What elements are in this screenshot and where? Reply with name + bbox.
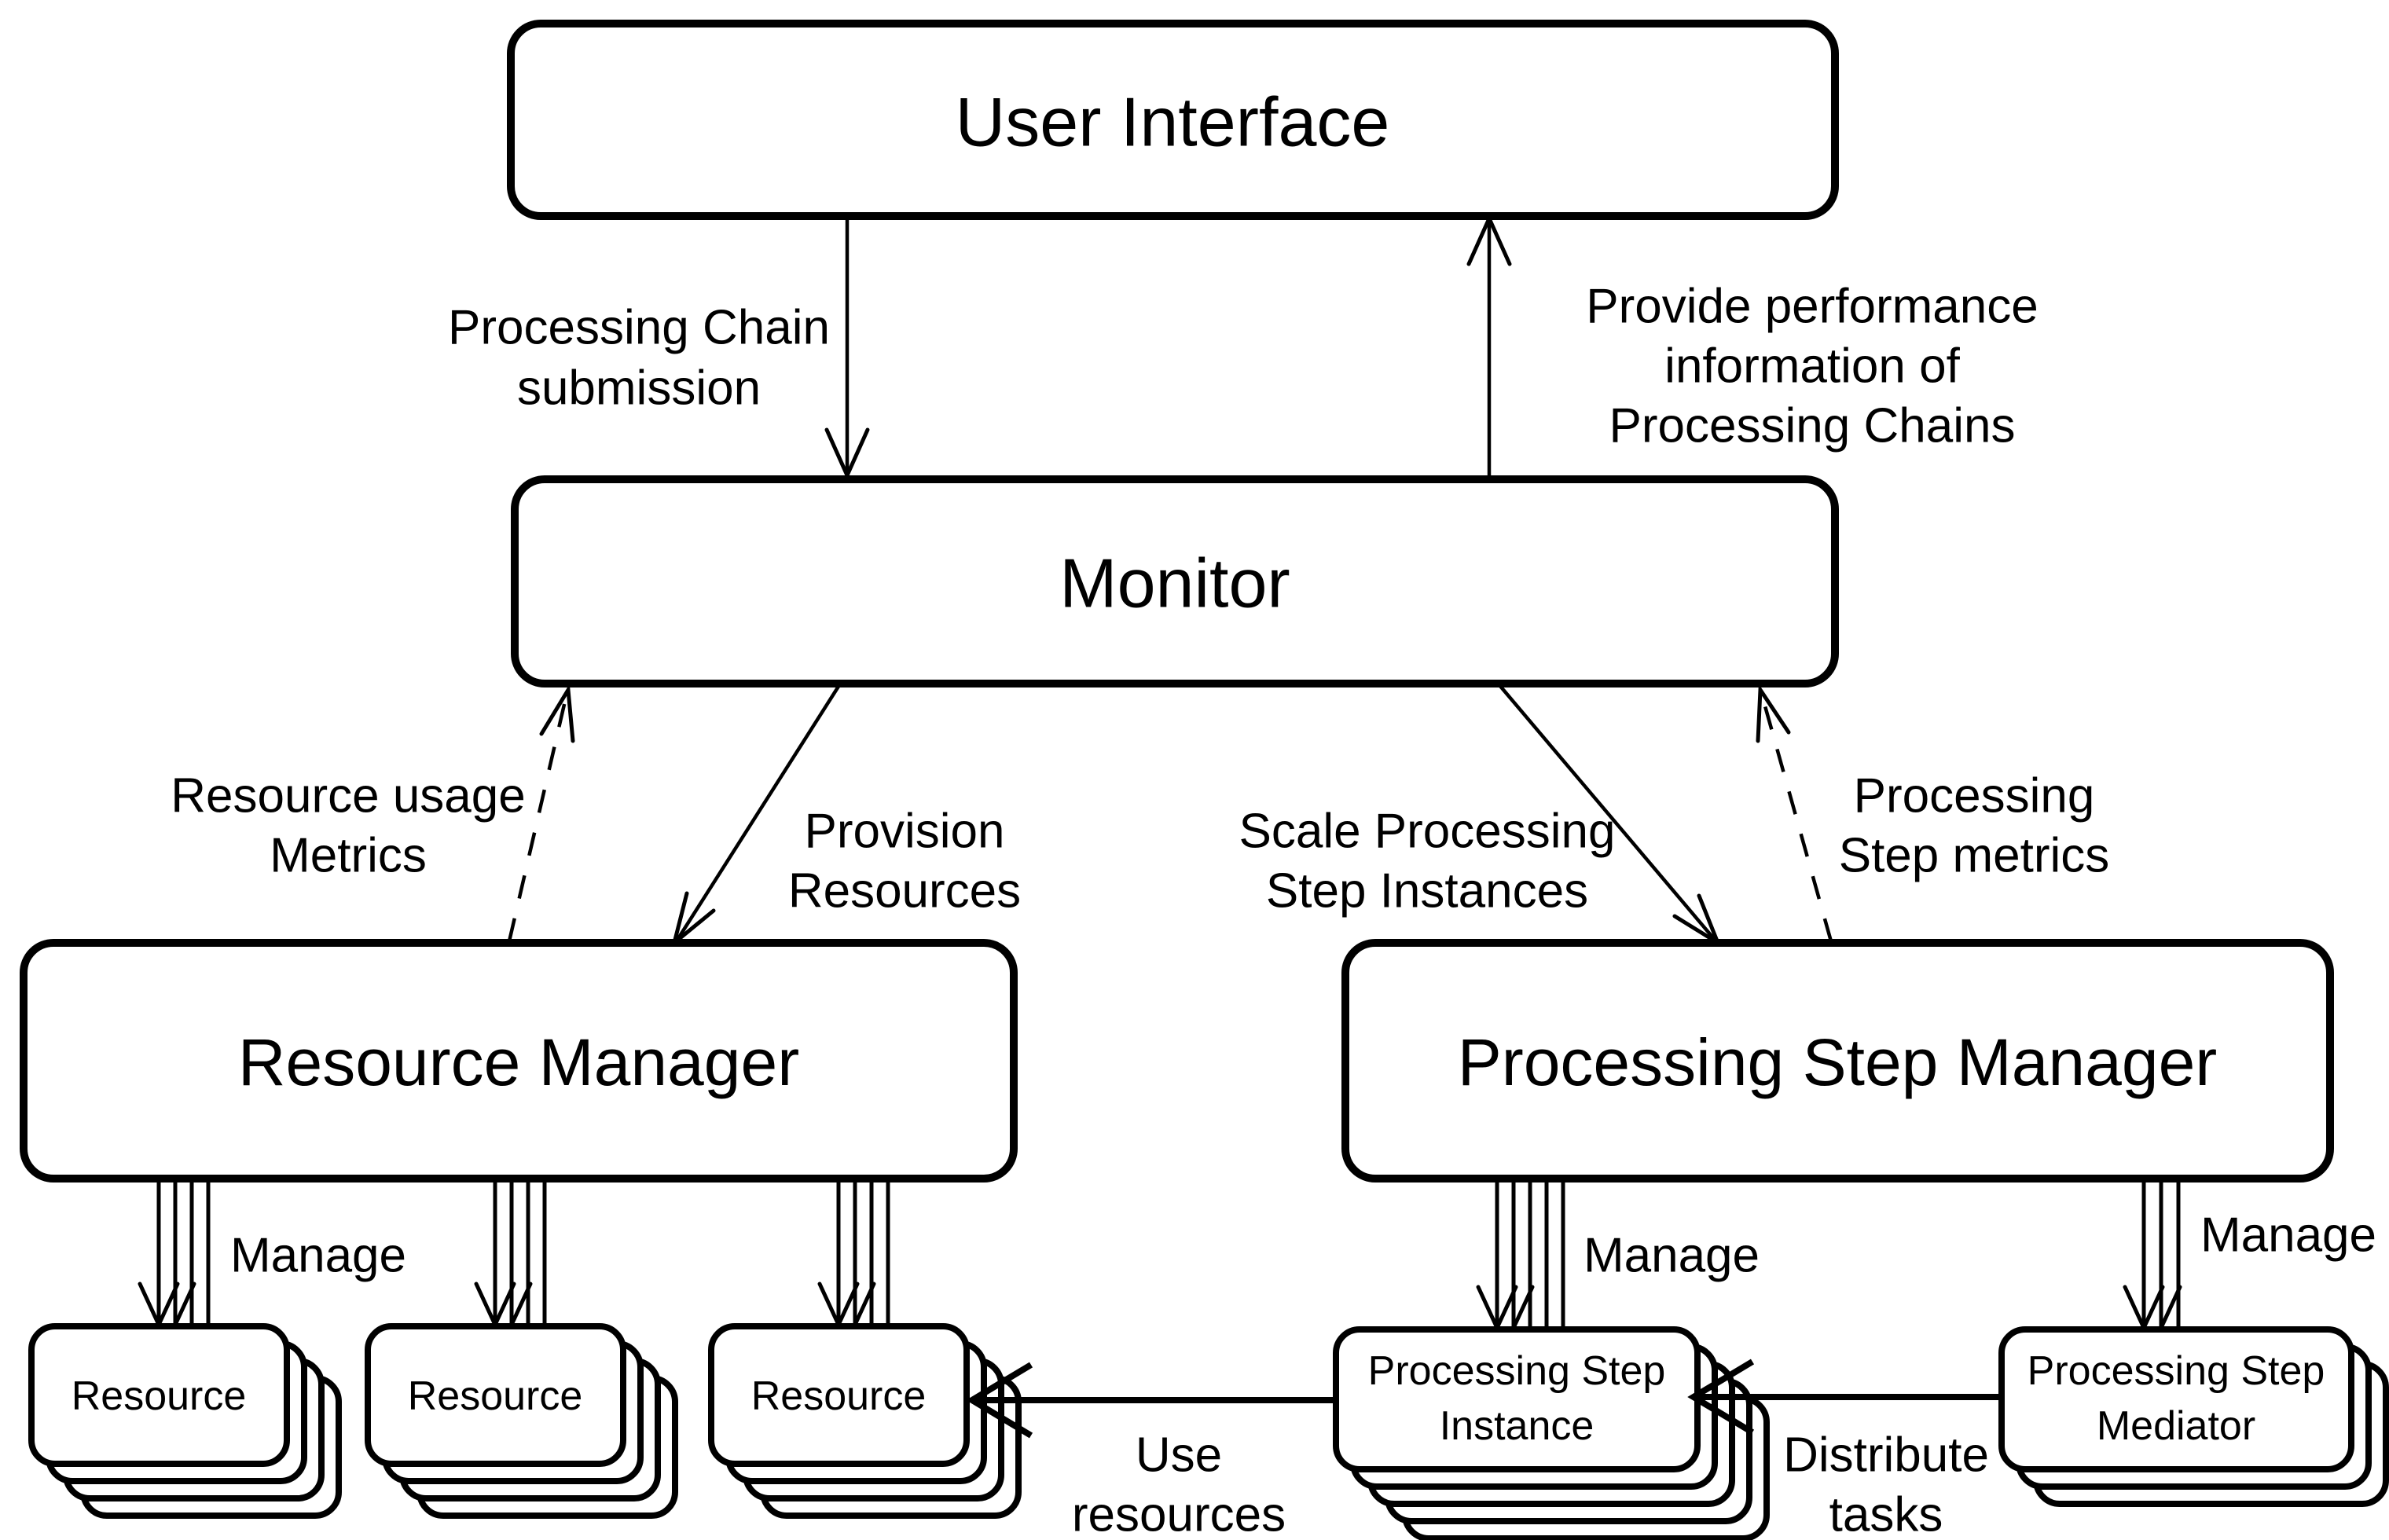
node-processing-step-instance-label-2: Instance	[1440, 1403, 1595, 1449]
arrowhead-open-left-icon	[1687, 1358, 1755, 1436]
node-user-interface-label: User Interface	[956, 83, 1390, 161]
node-user-interface	[507, 20, 1839, 220]
edge-manage-resource-2	[474, 1179, 547, 1329]
edge-provision-label-1: Provision	[805, 805, 1005, 859]
edge-resource-usage-label-1: Resource usage	[171, 769, 526, 823]
edge-use-resources-label-2: resources	[1072, 1488, 1286, 1540]
arrowhead-slash-icon	[509, 1282, 533, 1327]
stack-front-card	[28, 1323, 290, 1467]
node-resource-stack-2: Resource	[365, 1323, 678, 1519]
node-processing-step-mediator-label-1: Processing Step	[2028, 1348, 2325, 1394]
edge-scale-label-2: Step Instances	[1266, 864, 1588, 918]
edge-resource-usage-label-2: Metrics	[270, 829, 427, 883]
arrowhead-resource-usage-icon	[539, 684, 575, 743]
node-processing-step-mediator-label-2: Mediator	[2097, 1403, 2255, 1449]
node-resource-stack-3: Resource	[708, 1323, 1022, 1519]
edge-manage-resource-1	[138, 1179, 211, 1329]
edge-manage-mediator-label: Manage	[2200, 1208, 2376, 1263]
edge-performance-label-3: Processing Chains	[1609, 399, 2016, 453]
arrowhead-up-icon	[1466, 213, 1512, 266]
edge-manage-instances-label: Manage	[1583, 1229, 1760, 1283]
edge-scale-label-1: Scale Processing	[1239, 805, 1615, 859]
edge-distribute-tasks-label-2: tasks	[1829, 1488, 1943, 1540]
arrowhead-step-metrics-icon	[1756, 684, 1791, 743]
edge-submission-label-1: Processing Chain	[448, 301, 830, 355]
edge-manage-resources-label: Manage	[230, 1229, 406, 1283]
node-monitor-label: Monitor	[1059, 544, 1290, 622]
edge-manage-instances	[1476, 1179, 1565, 1333]
edge-step-metrics-line	[1760, 697, 1833, 942]
edge-provision-line	[676, 684, 841, 941]
edge-step-metrics-label-1: Processing	[1854, 769, 2095, 823]
node-resource-1-label: Resource	[72, 1373, 247, 1419]
stack-front-card	[708, 1323, 970, 1467]
stack-front-card	[365, 1323, 626, 1467]
edge-performance-label-1: Provide performance	[1586, 280, 2039, 334]
arrowhead-slash-icon	[2159, 1285, 2182, 1330]
arrowhead-down-icon	[824, 427, 870, 481]
arrowhead-slash-icon	[853, 1282, 876, 1327]
edge-manage-resource-3	[817, 1179, 890, 1329]
edge-submission-label-2: submission	[517, 361, 761, 416]
edge-step-metrics-label-2: Step metrics	[1839, 829, 2110, 883]
edge-provision-label-2: Resources	[788, 864, 1021, 918]
node-resource-3-label: Resource	[751, 1373, 927, 1419]
edge-use-resources-label-1: Use	[1136, 1428, 1222, 1483]
node-processing-step-manager	[1341, 939, 2334, 1182]
arrowhead-slash-icon	[173, 1282, 196, 1327]
node-monitor	[511, 475, 1839, 688]
edge-performance-label-2: information of	[1664, 339, 1960, 394]
node-resource-stack-1: Resource	[28, 1323, 342, 1519]
node-processing-step-mediator-stack: Processing Step Mediator	[1998, 1326, 2389, 1507]
arrowhead-open-left-icon	[966, 1362, 1033, 1439]
node-resource-manager	[20, 939, 1018, 1182]
node-processing-step-instance-label-1: Processing Step	[1368, 1348, 1666, 1394]
edge-distribute-tasks-label-1: Distribute	[1783, 1428, 1989, 1483]
edge-scale-line	[1498, 684, 1716, 941]
node-resource-manager-label: Resource Manager	[238, 1025, 799, 1099]
edge-manage-mediator	[2123, 1179, 2182, 1333]
node-processing-step-manager-label: Processing Step Manager	[1458, 1025, 2218, 1099]
arrowhead-slash-icon	[1511, 1285, 1535, 1330]
node-processing-step-instance-stack: Processing Step Instance	[1333, 1326, 1770, 1540]
node-resource-2-label: Resource	[408, 1373, 583, 1419]
